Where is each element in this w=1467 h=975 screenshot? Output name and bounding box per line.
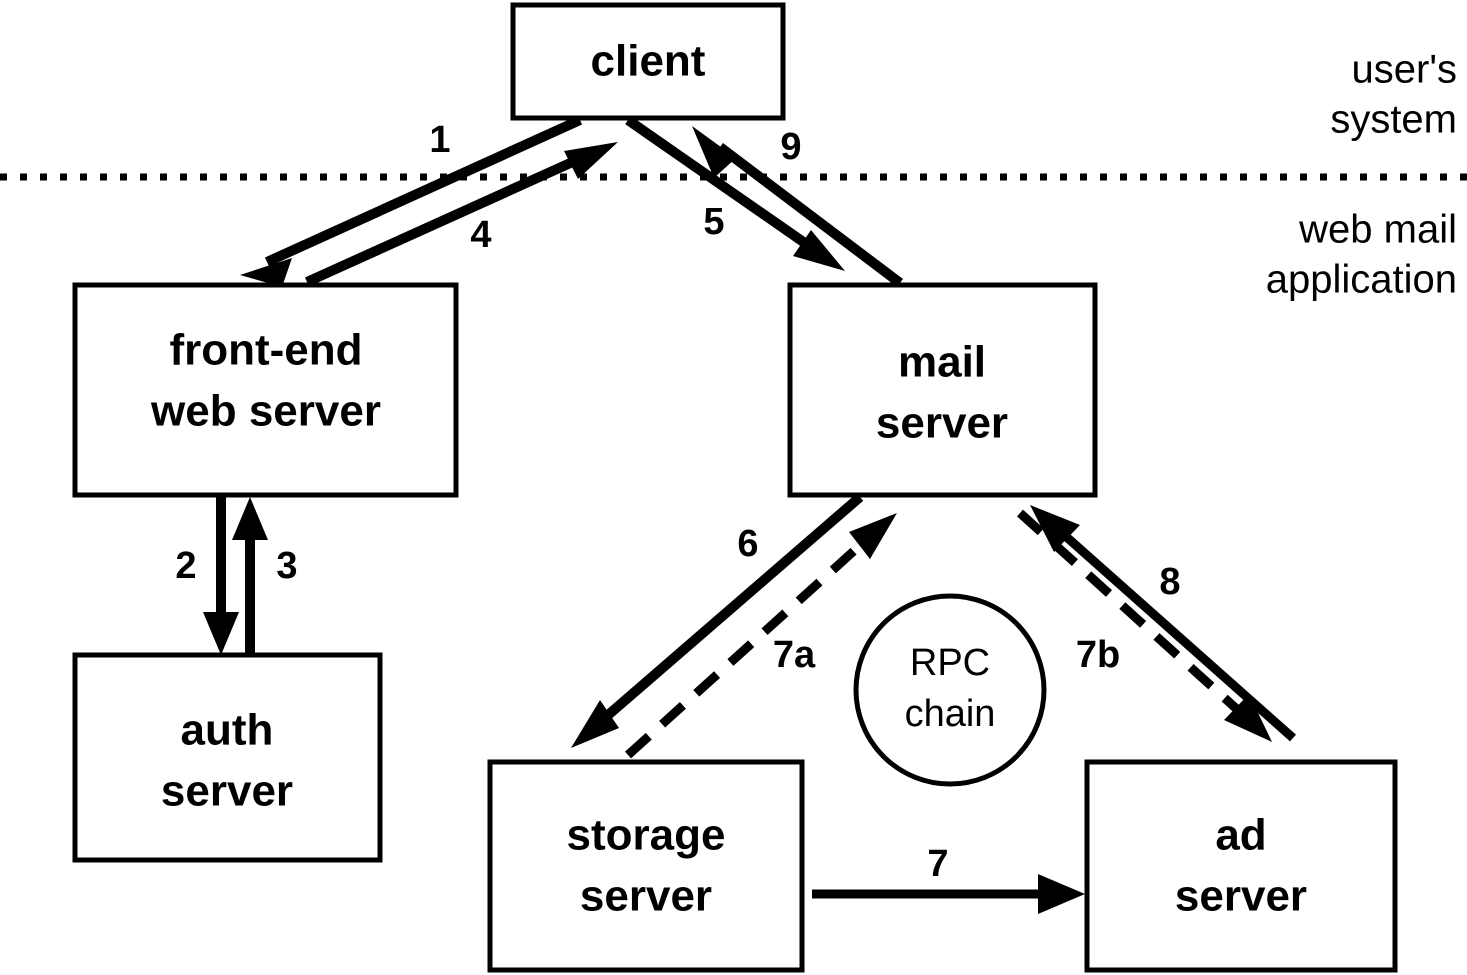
node-mail-server-label-line2: server [876,399,1008,448]
edge-5-arrow-head [793,230,845,271]
node-client-box[interactable] [510,2,786,121]
edge-8-ad-server-to-mail-server: 8 [1030,505,1296,742]
edge-4-label: 4 [470,214,491,256]
edge-5-client-to-mail-server: 5 [625,115,845,271]
edge-3-label: 3 [276,545,297,587]
node-ad-server-box[interactable] [1084,759,1398,973]
edge-9-label: 9 [780,126,801,168]
edge-2-arrow-head [203,612,239,655]
edge-9-mail-server-to-client: 9 [692,126,904,287]
edge-7-storage-server-to-ad-server: 7 [812,843,1085,914]
edge-7b-arrow-head [1224,694,1272,742]
node-mail-server[interactable]: mail server [787,282,1098,498]
node-mail-server-label-line1: mail [898,338,986,387]
node-mail-server-box[interactable] [787,282,1098,498]
edge-1-label: 1 [429,119,450,161]
edge-2-label: 2 [175,545,196,587]
edge-7-label: 7 [927,843,948,885]
edge-5-label: 5 [703,201,724,243]
node-rpc-chain-label-line1: RPC [910,642,990,684]
node-front-end-web-server-label-line1: front-end [169,326,362,375]
edge-9-arrow-head [692,126,736,178]
edge-6-arrow-head [571,700,619,748]
edge-1-client-to-front-end-web-server: 1 [240,115,583,287]
node-ad-server-label-line1: ad [1215,811,1266,860]
node-front-end-web-server-box[interactable] [72,282,459,498]
zone-label-user-system-line1: user's [1352,48,1457,92]
edge-3-auth-server-to-front-end-web-server: 3 [232,497,298,653]
edge-7a-label: 7a [773,634,816,676]
edge-3-arrow-head [232,497,268,540]
edge-8-label: 8 [1159,561,1180,603]
edge-8-arrow-head [1030,505,1080,552]
node-auth-server-box[interactable] [72,652,383,863]
zone-label-web-mail-application-line1: web mail [1298,208,1457,252]
edge-1-arrow-head [240,258,292,287]
node-rpc-chain-circle[interactable] [853,593,1047,787]
zone-label-user-system-line2: system [1330,98,1457,142]
edge-4-arrow-head [564,142,618,179]
node-auth-server-label-line1: auth [181,706,274,755]
node-storage-server-label-line2: server [580,872,712,921]
edge-7-arrow-head [1038,874,1085,914]
node-rpc-chain[interactable]: RPC chain [853,593,1047,787]
node-client-label: client [591,37,706,86]
node-front-end-web-server-label-line2: web server [150,387,381,436]
node-auth-server-label-line2: server [161,767,293,816]
edge-7b-label: 7b [1076,634,1120,676]
edge-2-front-end-web-server-to-auth-server: 2 [175,497,239,655]
node-front-end-web-server[interactable]: front-end web server [72,282,459,498]
edge-7a-arrow-head [849,513,897,559]
zone-label-web-mail-application-line2: application [1266,258,1457,302]
edge-6-mail-server-to-storage-server: 6 [571,493,864,748]
edge-7a-storage-server-to-mail-server: 7a [624,513,897,759]
node-ad-server[interactable]: ad server [1084,759,1398,973]
node-rpc-chain-label-line2: chain [905,693,996,735]
edge-4-front-end-web-server-to-client: 4 [304,142,618,287]
edge-6-label: 6 [737,523,758,565]
node-auth-server[interactable]: auth server [72,652,383,863]
node-storage-server-box[interactable] [487,759,805,973]
node-ad-server-label-line2: server [1175,872,1307,921]
node-storage-server-label-line1: storage [567,811,726,860]
node-storage-server[interactable]: storage server [487,759,805,973]
node-client[interactable]: client [510,2,786,121]
